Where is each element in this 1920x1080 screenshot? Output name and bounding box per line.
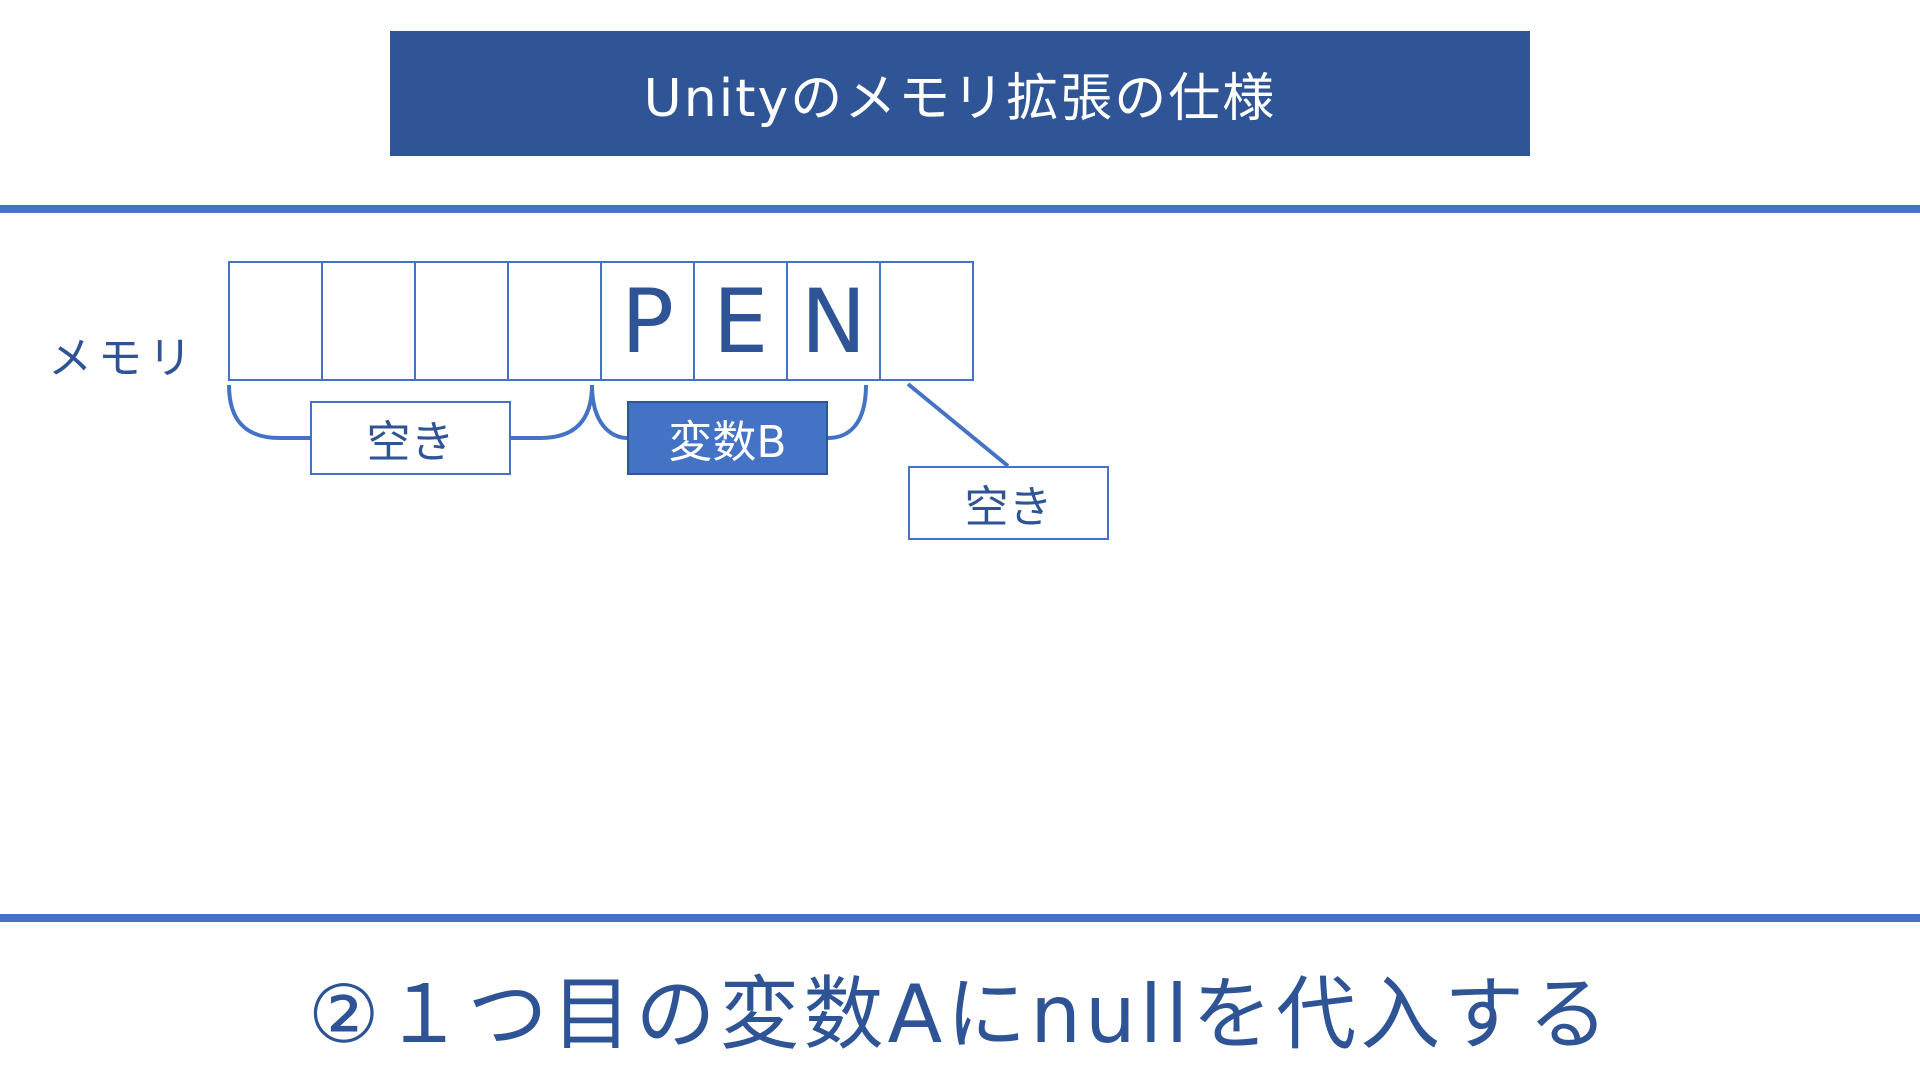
memory-label: メモリ xyxy=(48,333,198,384)
empty-space-tag-right: 空き xyxy=(908,466,1109,540)
variable-b-tag: 変数B xyxy=(627,401,828,475)
slide-title-text: Unityのメモリ拡張の仕様 xyxy=(643,69,1277,129)
memory-cell xyxy=(416,263,509,379)
empty-space-tag-right-text: 空き xyxy=(964,482,1053,533)
memory-cell xyxy=(230,263,323,379)
empty-space-tag-left-text: 空き xyxy=(366,417,455,468)
pointer-empty-right xyxy=(906,382,1010,468)
variable-b-tag-text: 変数B xyxy=(668,417,787,468)
memory-cell xyxy=(323,263,416,379)
bottom-divider xyxy=(0,914,1920,922)
memory-cell: E xyxy=(695,263,788,379)
memory-cell xyxy=(881,263,972,379)
top-divider xyxy=(0,205,1920,213)
memory-cells: P E N xyxy=(228,261,974,381)
slide-title: Unityのメモリ拡張の仕様 xyxy=(390,31,1530,156)
step-caption: ②１つ目の変数Aにnullを代入する xyxy=(307,968,1613,1061)
memory-cell xyxy=(509,263,602,379)
empty-space-tag-left: 空き xyxy=(310,401,511,475)
memory-cell: N xyxy=(788,263,881,379)
memory-cell: P xyxy=(602,263,695,379)
